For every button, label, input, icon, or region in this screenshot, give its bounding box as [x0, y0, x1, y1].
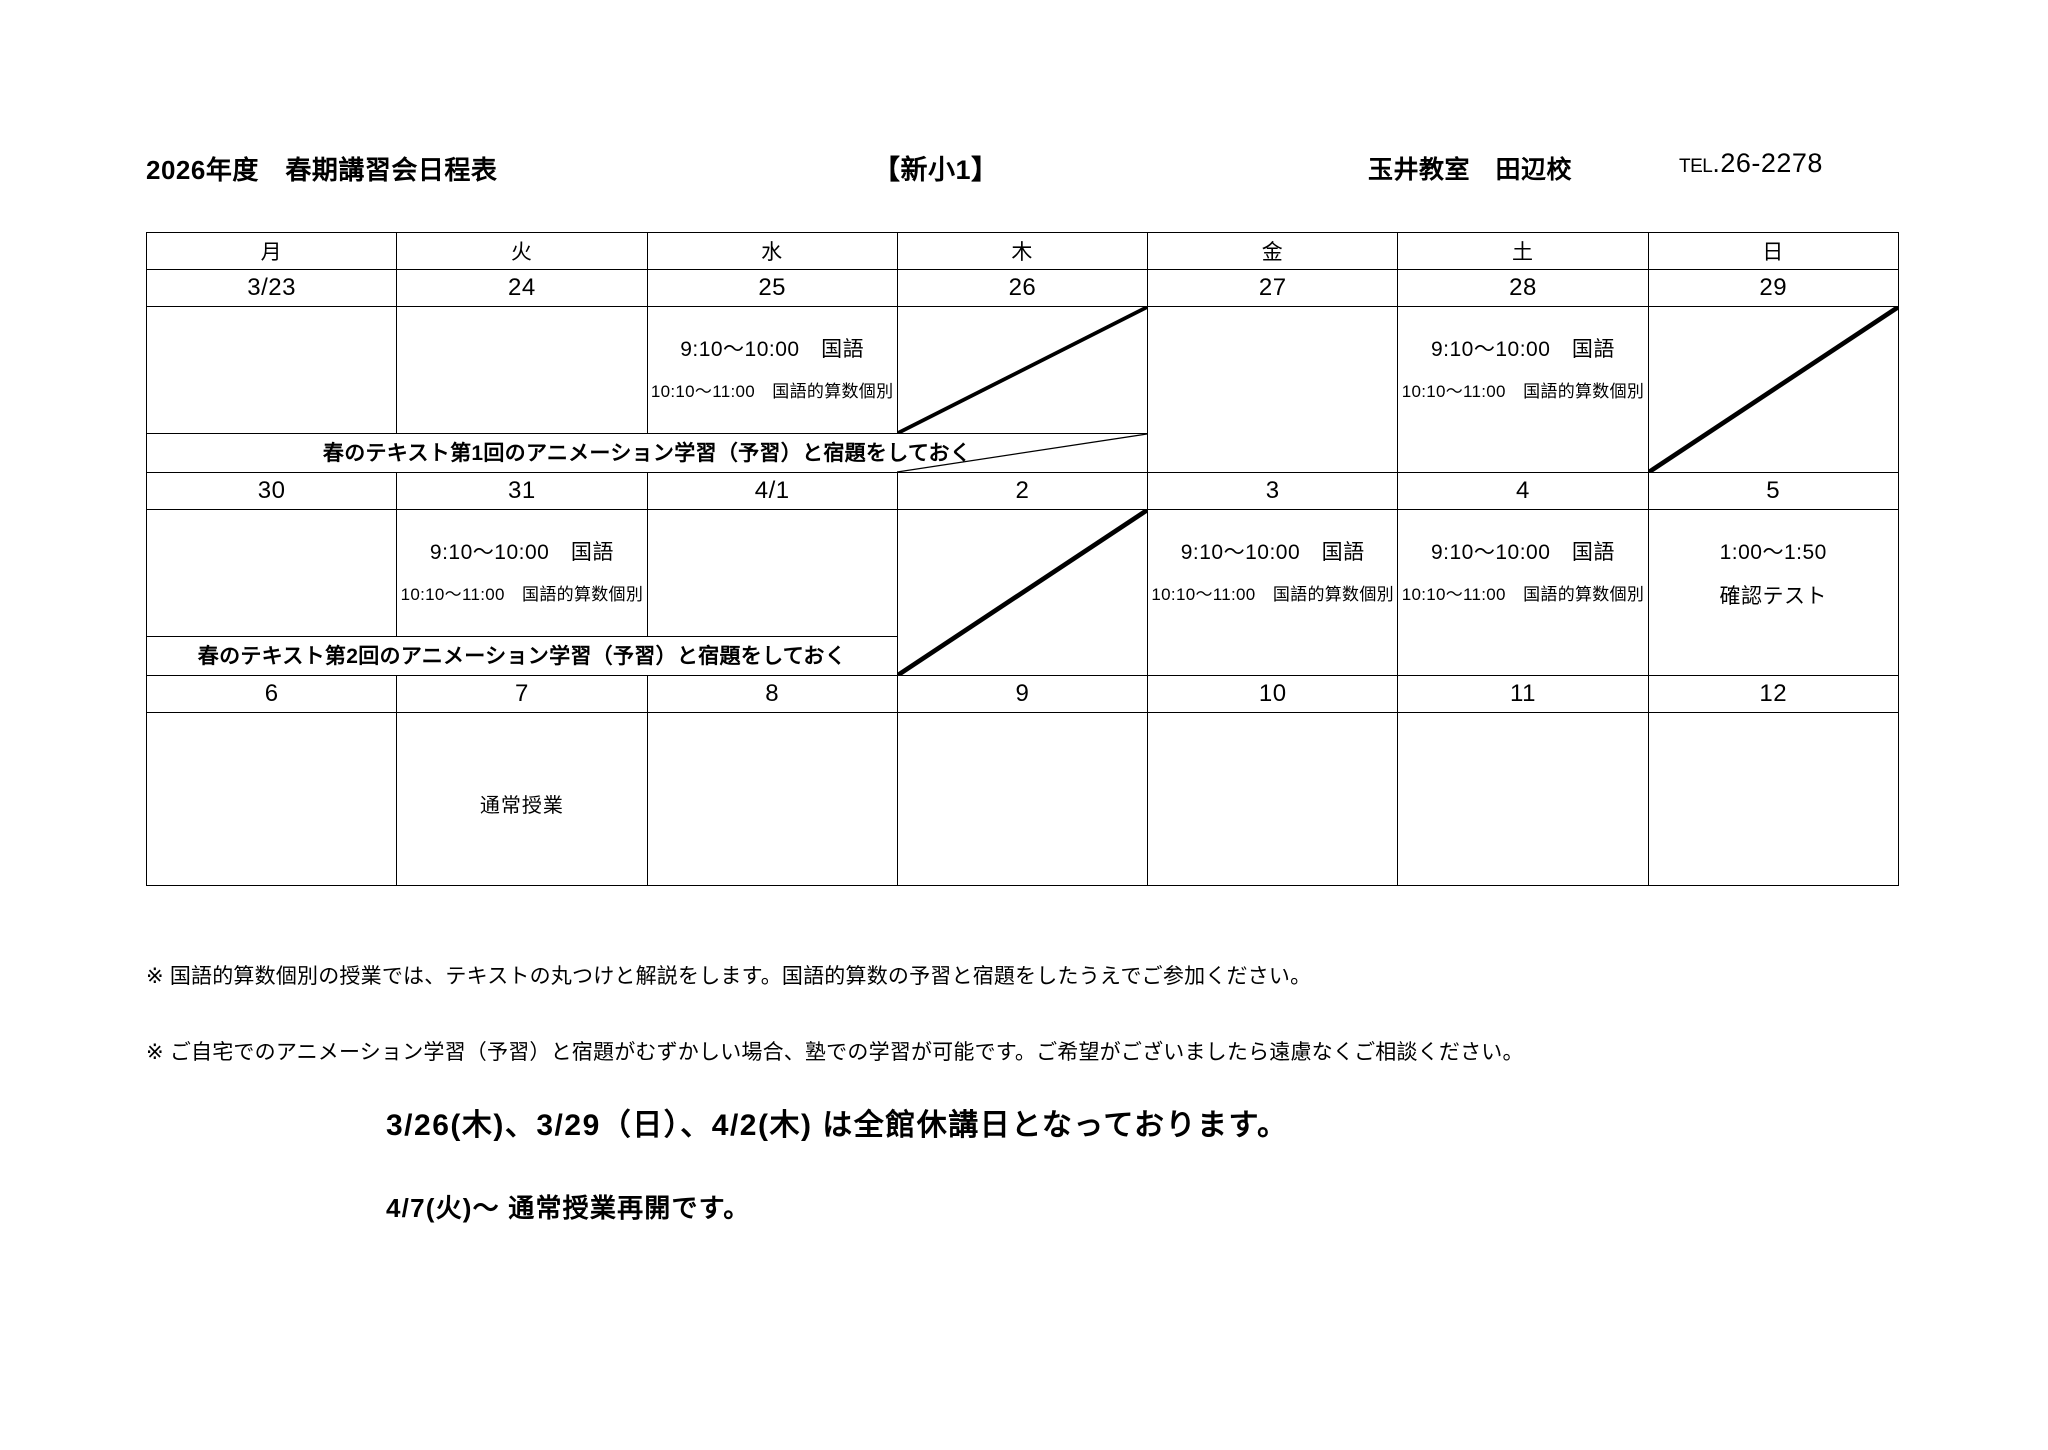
empty-day-cell [145, 712, 398, 886]
empty-day-cell [896, 712, 1149, 886]
homework-banner-cell: 春のテキスト第1回のアニメーション学習（予習）と宿題をしておく [145, 433, 1149, 473]
note-item: ※ 国語的算数個別の授業では、テキストの丸つけと解説をします。国語的算数の予習と… [146, 965, 1312, 988]
date-cell: 4 [1397, 472, 1649, 510]
tel-prefix-label: TEL [1679, 156, 1713, 177]
session-time-subject-secondary: 10:10〜11:00 国語的算数個別 [1401, 585, 1645, 604]
content-row: 通常授業 [145, 712, 1899, 886]
class-session-content: 9:10〜10:00 国語 10:10〜11:00 国語的算数個別 [1398, 307, 1647, 472]
homework-banner-row: 春のテキスト第2回のアニメーション学習（予習）と宿題をしておく [146, 636, 1899, 676]
date-cell: 8 [646, 675, 898, 713]
class-session-content: 9:10〜10:00 国語 10:10〜11:00 国語的算数個別 [397, 510, 646, 636]
session-time-subject-primary: 9:10〜10:00 国語 [1430, 338, 1615, 361]
date-cell: 6 [145, 675, 398, 713]
date-cell: 27 [1147, 269, 1399, 307]
closed-day-diagonal [897, 510, 1148, 675]
date-cell: 3 [1147, 472, 1399, 510]
test-session-cell: 1:00〜1:50 確認テスト [1647, 509, 1899, 676]
class-session-content: 9:10〜10:00 国語 10:10〜11:00 国語的算数個別 [1398, 510, 1647, 675]
closed-day-cell [896, 306, 1149, 434]
session-time-subject-primary: 9:10〜10:00 国語 [429, 541, 614, 564]
weekday-header-cell: 金 [1147, 232, 1399, 270]
date-cell: 5 [1647, 472, 1899, 510]
session-time-subject-primary: 9:10〜10:00 国語 [1180, 541, 1365, 564]
date-cell: 24 [396, 269, 648, 307]
weekday-header-cell: 水 [646, 232, 898, 270]
class-session-cell: 9:10〜10:00 国語 10:10〜11:00 国語的算数個別 [1397, 306, 1649, 473]
class-session-cell: 9:10〜10:00 国語 10:10〜11:00 国語的算数個別 [1397, 509, 1649, 676]
date-cell: 3/23 [145, 269, 398, 307]
date-cell: 31 [396, 472, 648, 510]
date-cell: 7 [396, 675, 648, 713]
homework-banner-text: 春のテキスト第2回のアニメーション学習（予習）と宿題をしておく [197, 644, 847, 668]
closed-day-diagonal [1648, 307, 1898, 472]
tel-digits: .26-2278 [1712, 148, 1823, 178]
empty-day-cell [646, 712, 898, 886]
date-cell: 11 [1397, 675, 1649, 713]
date-cell: 2 [896, 472, 1149, 510]
session-time-subject-secondary: 10:10〜11:00 国語的算数個別 [1401, 382, 1645, 401]
class-session-cell: 9:10〜10:00 国語 10:10〜11:00 国語的算数個別 [1147, 509, 1399, 676]
session-time-subject-primary: 9:10〜10:00 国語 [680, 338, 865, 361]
date-cell: 29 [1647, 269, 1899, 307]
weekday-header-cell: 日 [1647, 232, 1899, 270]
empty-day-cell [646, 509, 898, 637]
school-name: 玉井教室 田辺校 [1368, 156, 1573, 184]
date-cell: 30 [145, 472, 398, 510]
class-session-cell: 9:10〜10:00 国語 10:10〜11:00 国語的算数個別 [646, 306, 898, 434]
closed-day-diagonal [897, 307, 1148, 433]
date-cell: 25 [646, 269, 898, 307]
homework-banner-cell: 春のテキスト第2回のアニメーション学習（予習）と宿題をしておく [146, 636, 898, 676]
empty-day-cell [1397, 712, 1649, 886]
test-session-content: 1:00〜1:50 確認テスト [1649, 510, 1898, 675]
test-time: 1:00〜1:50 [1719, 541, 1827, 564]
date-cell: 4/1 [646, 472, 898, 510]
announcements-section: 3/26(木)、3/29（日）、4/2(木) は全館休講日となっております。 4… [386, 1100, 1886, 1225]
date-cell: 28 [1397, 269, 1649, 307]
date-cell: 26 [896, 269, 1149, 307]
empty-day-cell [145, 509, 398, 637]
telephone-number: TEL.26-2278 [1679, 148, 1823, 179]
empty-day-cell [1147, 306, 1399, 473]
weekday-header-row: 月火水木金土日 [145, 232, 1899, 270]
session-time-subject-secondary: 10:10〜11:00 国語的算数個別 [1151, 585, 1394, 604]
class-session-content: 9:10〜10:00 国語 10:10〜11:00 国語的算数個別 [1148, 510, 1397, 675]
session-time-subject-secondary: 10:10〜11:00 国語的算数個別 [650, 382, 894, 401]
empty-day-cell [396, 306, 648, 434]
regular-class-cell: 通常授業 [396, 712, 648, 886]
session-time-subject-secondary: 10:10〜11:00 国語的算数個別 [400, 585, 644, 604]
date-cell: 10 [1147, 675, 1399, 713]
regular-class-label: 通常授業 [479, 794, 564, 817]
class-session-cell: 9:10〜10:00 国語 10:10〜11:00 国語的算数個別 [396, 509, 648, 637]
notes-section: ※ 国語的算数個別の授業では、テキストの丸つけと解説をします。国語的算数の予習と… [146, 960, 1906, 1112]
grade-label: 【新小1】 [873, 155, 999, 185]
class-session-content: 9:10〜10:00 国語 10:10〜11:00 国語的算数個別 [648, 307, 897, 433]
weekday-header-cell: 木 [896, 232, 1149, 270]
homework-banner-text: 春のテキスト第1回のアニメーション学習（予習）と宿題をしておく [322, 441, 972, 465]
empty-day-cell [145, 306, 398, 434]
weekday-header-cell: 火 [396, 232, 648, 270]
homework-banner-row: 春のテキスト第1回のアニメーション学習（予習）と宿題をしておく [145, 433, 1899, 473]
resume-announcement: 4/7(火)〜 通常授業再開です。 [386, 1193, 751, 1223]
document-header: 2026年度 春期講習会日程表 【新小1】 玉井教室 田辺校 TEL.26-22… [146, 148, 1822, 190]
closure-announcement: 3/26(木)、3/29（日）、4/2(木) は全館休講日となっております。 [386, 1109, 1289, 1142]
session-time-subject-primary: 9:10〜10:00 国語 [1430, 541, 1615, 564]
empty-day-cell [1147, 712, 1399, 886]
closed-day-cell [896, 509, 1149, 676]
note-item: ※ ご自宅でのアニメーション学習（予習）と宿題がむずかしい場合、塾での学習が可能… [146, 1041, 1524, 1064]
weekday-header-cell: 土 [1397, 232, 1649, 270]
regular-class-content: 通常授業 [397, 713, 646, 885]
test-label: 確認テスト [1719, 585, 1827, 608]
date-cell: 12 [1647, 675, 1899, 713]
page-title: 2026年度 春期講習会日程表 [146, 155, 498, 185]
date-cell: 9 [896, 675, 1149, 713]
weekday-header-cell: 月 [145, 232, 398, 270]
empty-day-cell [1647, 712, 1899, 886]
closed-day-cell [1647, 306, 1899, 473]
